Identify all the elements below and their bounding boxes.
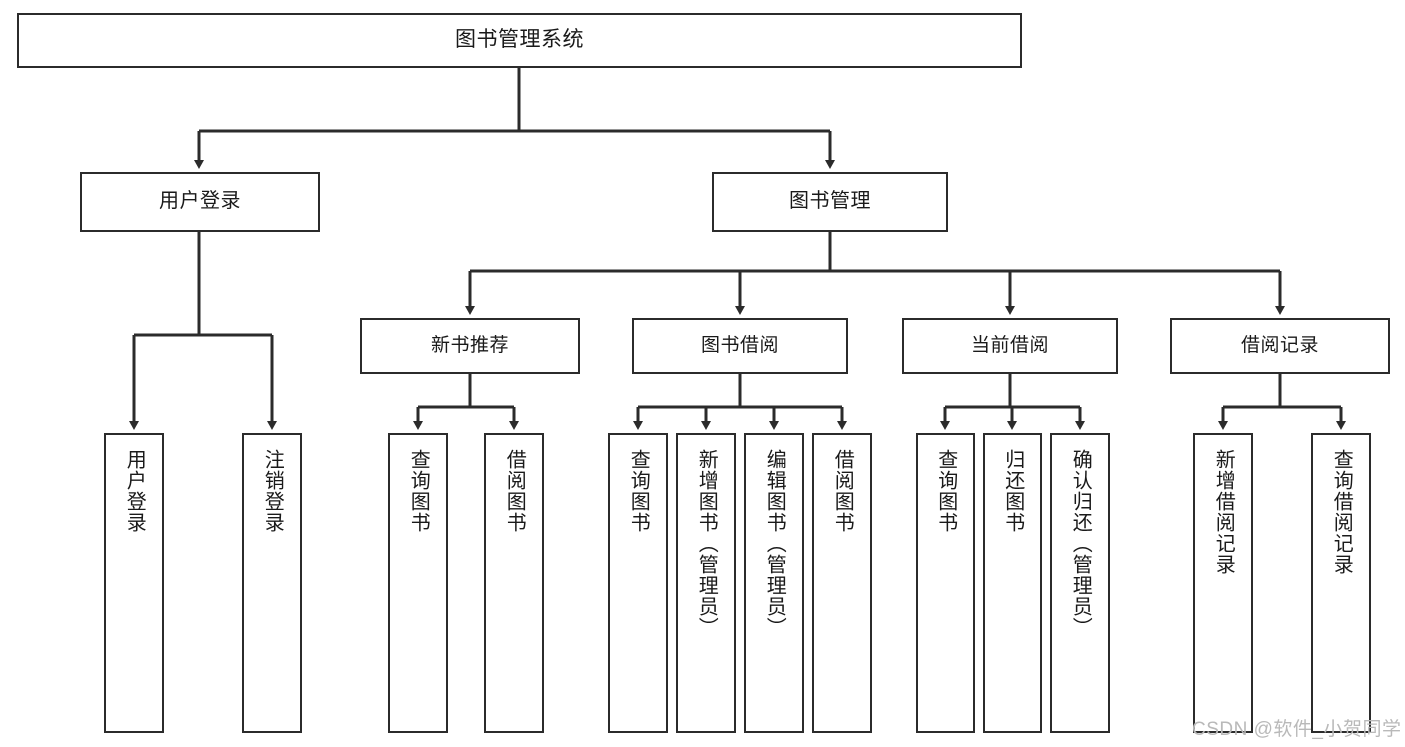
leaf-node-add-book-admin[interactable]: 新增图书（管理员） [676,433,736,733]
leaf-node-user-login[interactable]: 用户登录 [104,433,164,733]
leaf-node-query-book-recommend[interactable]: 查询图书 [388,433,448,733]
leaf-node-borrow-book-recommend[interactable]: 借阅图书 [484,433,544,733]
node-user-login[interactable]: 用户登录 [80,172,320,232]
node-borrow-record-label: 借阅记录 [1240,334,1319,356]
leaf-node-logout-label: 注销登录 [261,449,284,533]
node-book-manage-label: 图书管理 [789,190,871,213]
leaf-node-query-book-borrow-label: 查询图书 [627,449,650,533]
leaf-node-return-book-label: 归还图书 [1001,449,1024,533]
leaf-node-query-book-current-label: 查询图书 [934,449,957,533]
leaf-node-confirm-return-admin-label: 确认归还（管理员） [1069,449,1092,638]
node-new-book-recommend[interactable]: 新书推荐 [360,318,580,374]
leaf-node-return-book[interactable]: 归还图书 [983,433,1042,733]
node-book-borrow[interactable]: 图书借阅 [632,318,848,374]
leaf-node-query-book-recommend-label: 查询图书 [407,449,430,533]
leaf-node-borrow-book[interactable]: 借阅图书 [812,433,872,733]
leaf-node-edit-book-admin-label: 编辑图书（管理员） [763,449,786,638]
leaf-node-edit-book-admin[interactable]: 编辑图书（管理员） [744,433,804,733]
leaf-node-add-borrow-record-label: 新增借阅记录 [1212,449,1235,575]
node-root-label: 图书管理系统 [455,28,584,52]
node-user-login-label: 用户登录 [159,190,241,213]
leaf-node-query-borrow-record[interactable]: 查询借阅记录 [1311,433,1371,733]
leaf-node-query-book-current[interactable]: 查询图书 [916,433,975,733]
leaf-node-add-book-admin-label: 新增图书（管理员） [695,449,718,638]
leaf-node-borrow-book-label: 借阅图书 [831,449,854,533]
node-current-borrow[interactable]: 当前借阅 [902,318,1118,374]
node-new-book-recommend-label: 新书推荐 [430,334,509,356]
node-book-manage[interactable]: 图书管理 [712,172,948,232]
leaf-node-query-borrow-record-label: 查询借阅记录 [1330,449,1353,575]
csdn-watermark: CSDN @软件_小贺同学 [1192,719,1402,740]
leaf-node-logout[interactable]: 注销登录 [242,433,302,733]
node-borrow-record[interactable]: 借阅记录 [1170,318,1390,374]
node-book-borrow-label: 图书借阅 [700,334,779,356]
leaf-node-user-login-label: 用户登录 [123,449,146,533]
leaf-node-add-borrow-record[interactable]: 新增借阅记录 [1193,433,1253,733]
leaf-node-query-book-borrow[interactable]: 查询图书 [608,433,668,733]
leaf-node-borrow-book-recommend-label: 借阅图书 [503,449,526,533]
node-current-borrow-label: 当前借阅 [970,334,1049,356]
node-root[interactable]: 图书管理系统 [17,13,1022,68]
leaf-node-confirm-return-admin[interactable]: 确认归还（管理员） [1050,433,1110,733]
